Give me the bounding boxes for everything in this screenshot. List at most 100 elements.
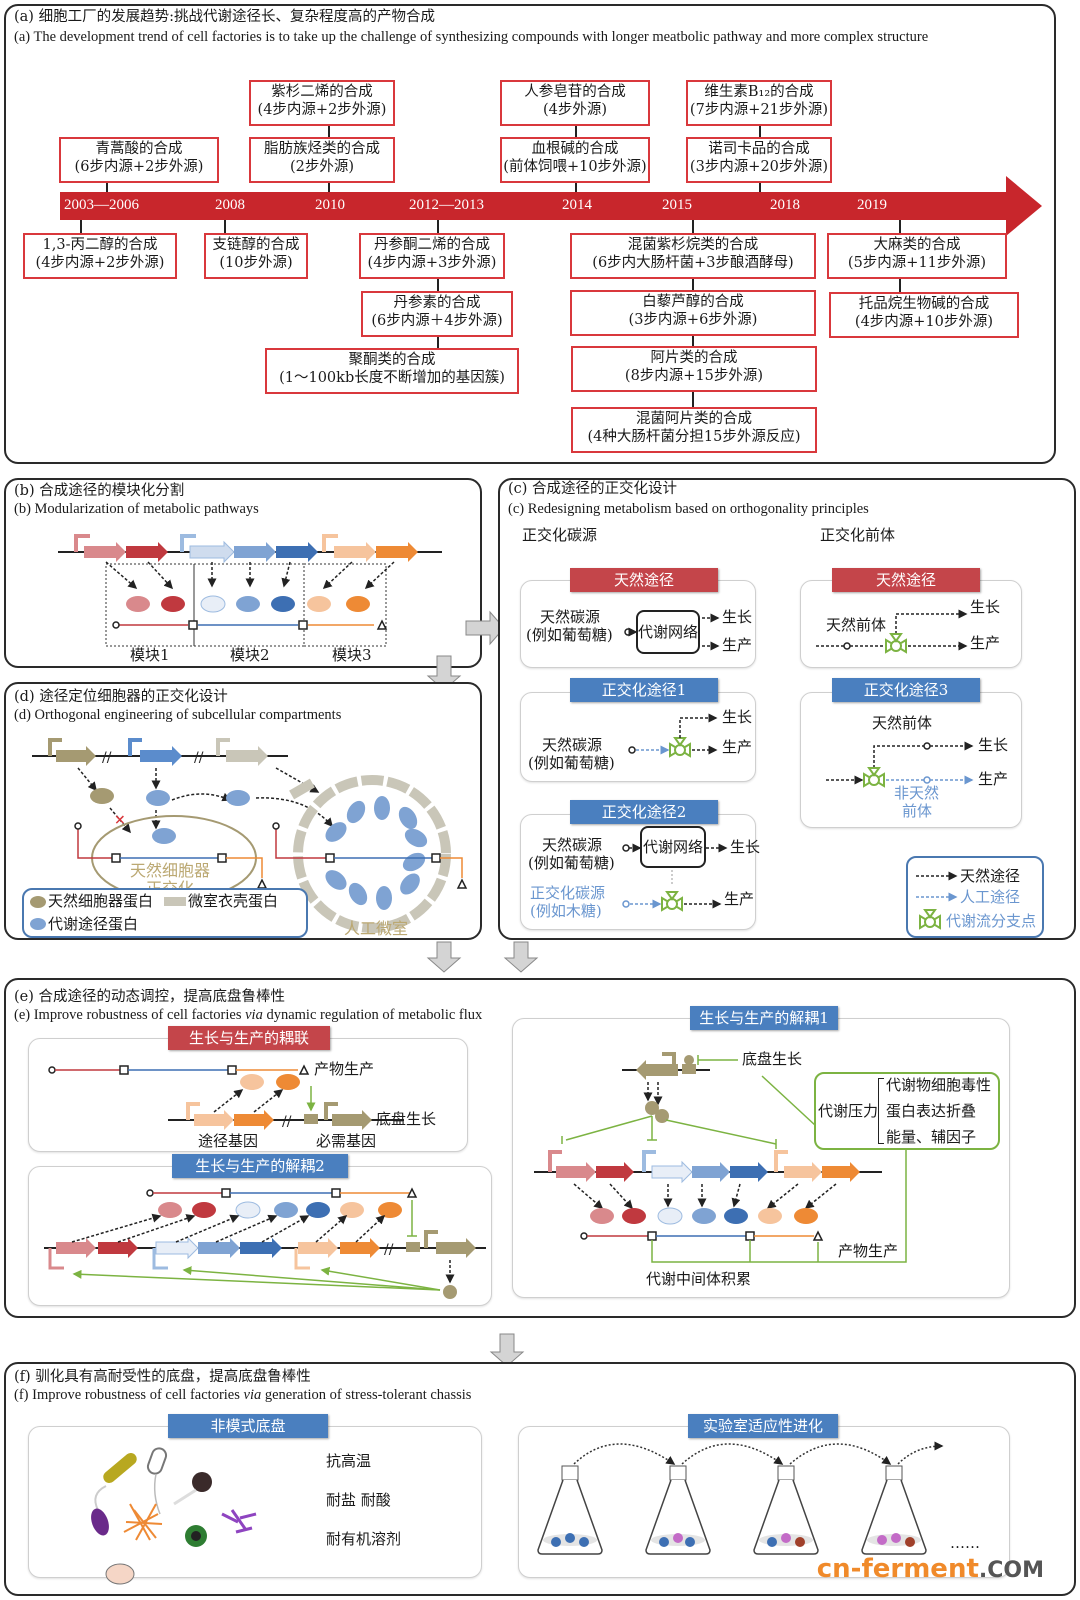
module-label: 模块3 [332,646,372,664]
natural-carbon-label: 天然碳源 [542,736,603,754]
module-label: 模块2 [230,646,270,664]
milestone-box: 阿片类的合成 (8步内源+15步外源) [571,346,817,392]
milestone-detail: (4步内源+10步外源) [854,314,994,330]
year-label: 2008 [215,197,245,213]
watermark: cn-ferment.COM [817,1554,1044,1584]
milestone-detail: (2步外源) [289,159,355,175]
stress-item: 能量、辅因子 [886,1128,977,1146]
organelle-label: 天然细胞器 [130,861,211,880]
legend-artificial-pathway: 人工途径 [960,888,1021,906]
production-label: 生产 [722,636,753,654]
milestone-detail: (6步内源＋4步外源) [371,313,503,329]
essential-genes-label: 必需基因 [316,1132,377,1150]
milestone-name: 聚酮类的合成 [348,352,436,368]
milestone-box: 混菌紫杉烷类的合成 (6步内大肠杆菌+3步酿酒酵母) [570,233,816,279]
milestone-box: 混菌阿片类的合成 (4种大肠杆菌分担15步外源反应) [571,407,817,453]
arrow-b-to-c [465,610,505,646]
timeline-arrow [60,176,1042,236]
trait-label: 抗高温 [326,1452,372,1470]
milestone-box: 血根碱的合成 (前体饲喂+10步外源) [500,137,650,183]
milestone-name: 青蒿酸的合成 [95,141,183,157]
milestone-name: 白藜芦醇的合成 [642,294,744,310]
panel-f-title-zh: (f) 驯化具有高耐受性的底盘，提高底盘鲁棒性 [14,1369,311,1385]
orthogonal-carbon-label: 正交化碳源 [530,884,606,902]
orthogonal-pathway-1-tag: 正交化途径1 [570,678,718,702]
milestone-name: 维生素B₁₂的合成 [704,84,814,100]
product-production-label: 产物生产 [838,1242,899,1260]
modular-pathway-diagram [58,534,442,647]
title-en-part: generation of stress-tolerant chassis [261,1387,472,1403]
arrow-d-to-e [426,941,462,973]
production-label: 生产 [978,770,1009,788]
watermark-text: cn-ferment [816,1554,979,1584]
coupling-card [28,1038,468,1152]
panel-a-timeline: (a) 细胞工厂的发展趋势:挑战代谢途径长、复杂程度高的产物合成 (a) The… [4,4,1056,464]
milestone-box: 托品烷生物碱的合成 (4步内源+10步外源) [829,292,1019,338]
panel-b-modularization: (b) 合成途径的模块化分割 (b) Modularization of met… [4,478,482,668]
ale-tag: 实验室适应性进化 [688,1414,838,1438]
stress-item: 蛋白表达折叠 [886,1102,977,1120]
legend-natural-pathway: 天然途径 [960,867,1021,885]
metabolic-network-box: 代谢网络 [640,826,706,868]
panel-d-legend-icons [30,896,186,930]
panel-a-title-zh: (a) 细胞工厂的发展趋势:挑战代谢途径长、复杂程度高的产物合成 [14,9,435,25]
milestone-name: 血根碱的合成 [531,141,619,157]
panel-e-dynamic-regulation: (e) 合成途径的动态调控，提高底盘鲁棒性 (e) Improve robust… [4,978,1076,1318]
milestone-detail: (4步外源) [542,102,608,118]
milestone-detail: (8步内源+15步外源) [624,368,764,384]
chassis-growth-label: 底盘生长 [742,1050,803,1068]
panel-c-title-zh: (c) 合成途径的正交化设计 [508,481,678,497]
milestone-box: 人参皂苷的合成 (4步外源) [500,80,650,126]
ellipsis-label: …… [950,1534,980,1552]
svg-text://: // [102,750,112,766]
metabolic-network-box: 代谢网络 [636,610,700,654]
year-label: 2012—2013 [409,197,484,213]
decoupling-1-tag: 生长与生产的解耦1 [690,1006,838,1030]
panel-c-orthogonal: (c) 合成途径的正交化设计 (c) Redesigning metabolis… [498,478,1076,940]
panel-f-stress-tolerant: (f) 驯化具有高耐受性的底盘，提高底盘鲁棒性 (f) Improve robu… [4,1362,1076,1596]
milestone-detail: (4步内源+3步外源) [367,255,497,271]
decoupling-2-diagram: // [44,1187,486,1299]
natural-precursor-label: 天然前体 [826,616,887,634]
milestone-name: 脂肪族烃类的合成 [264,141,380,157]
milestone-name: 诺司卡品的合成 [708,141,810,157]
module-label: 模块1 [130,646,170,664]
panel-d-compartments: (d) 途径定位细胞器的正交化设计 (d) Orthogonal enginee… [4,682,482,940]
panel-d-title-zh: (d) 途径定位细胞器的正交化设计 [14,689,228,705]
svg-text:×: × [114,812,126,828]
milestone-detail: (3步内源+20步外源) [689,159,829,175]
metabolic-stress-box [814,1072,1000,1150]
year-label: 2003—2006 [64,197,139,213]
legend-pathway-protein: 代谢途径蛋白 [48,915,139,933]
panel-f-title-en: (f) Improve robustness of cell factories… [14,1386,471,1404]
growth-label: 生长 [978,736,1009,754]
title-en-via: via [245,1007,263,1023]
milestone-name: 混菌阿片类的合成 [636,411,752,427]
natural-pathway-tag: 天然途径 [570,568,718,592]
orthogonal-pathway-3-card [800,692,1022,828]
milestone-box: 青蒿酸的合成 (6步内源+2步外源) [59,137,219,183]
milestone-detail: (4步内源+2步外源) [35,255,165,271]
milestone-box: 大麻类的合成 (5步内源+11步外源) [827,233,1007,279]
legend-shell-protein: 微室衣壳蛋白 [188,892,279,910]
milestone-name: 大麻类的合成 [873,237,961,253]
milestone-detail: (5步内源+11步外源) [847,255,987,271]
panel-c-pathway-lines [622,609,974,929]
stress-item: 代谢物细胞毒性 [886,1076,992,1094]
natural-carbon-example: (例如葡萄糖) [528,754,615,772]
natural-carbon-example: (例如葡萄糖) [528,854,615,872]
gene-arrows [84,540,418,564]
title-en-part: (f) Improve robustness of cell factories [14,1387,244,1403]
connector-line [224,220,226,236]
natural-carbon-label: 天然碳源 [542,836,603,854]
title-en-part: dynamic regulation of metabolic flux [262,1007,483,1023]
pathway-genes-label: 途径基因 [198,1132,259,1150]
watermark-text: .COM [978,1558,1044,1583]
production-label: 生产 [724,890,755,908]
production-label: 生产 [722,738,753,756]
arrow-c-to-e [503,941,539,973]
milestone-box: 白藜芦醇的合成 (3步内源+6步外源) [570,290,816,336]
panel-d-title-en: (d) Orthogonal engineering of subcellula… [14,707,342,723]
coupling-diagram: // [48,1064,404,1130]
